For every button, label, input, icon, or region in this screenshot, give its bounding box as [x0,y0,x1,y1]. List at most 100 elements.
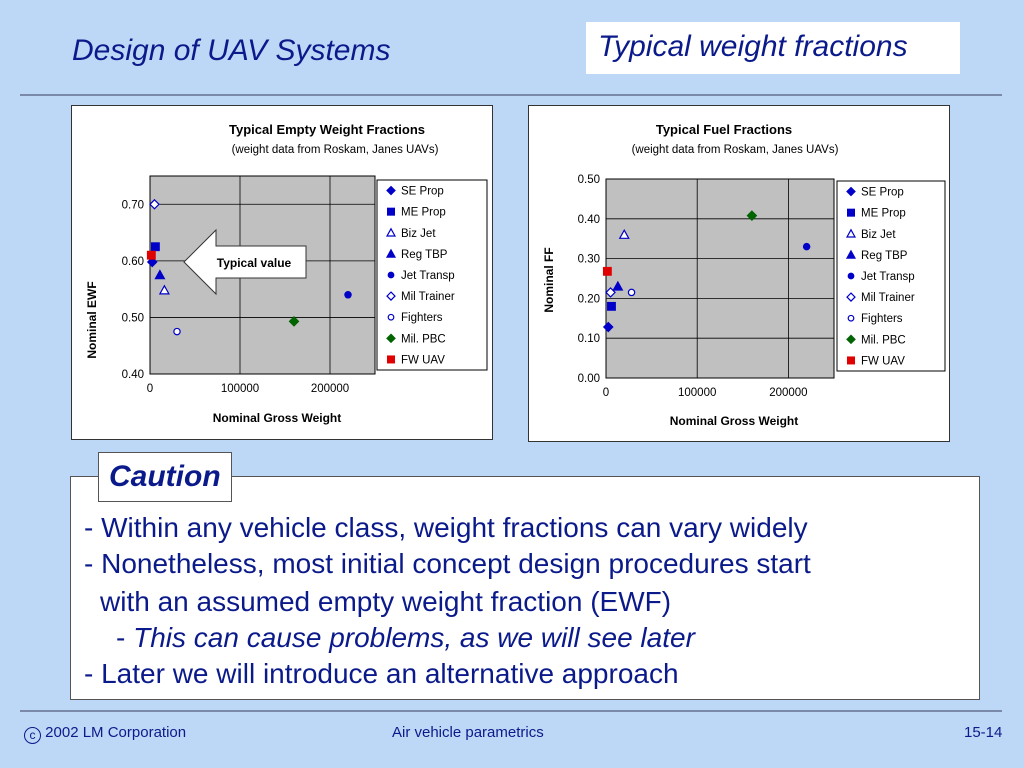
ewf-chart: Typical Empty Weight Fractions (weight d… [71,105,493,440]
typical-value-callout: Typical value [183,228,307,296]
ff-y-tick-label: 0.50 [578,174,600,186]
ewf-legend-marker [387,355,396,364]
ff-legend-label: ME Prop [861,208,906,220]
typical-value-arrow [183,228,307,296]
ff-x-tick-label: 100000 [678,387,716,399]
section-title-box [586,22,960,74]
ewf-legend-label: Mil. PBC [401,333,446,345]
ewf-legend-label: Fighters [401,312,443,324]
ff-legend-label: FW UAV [861,355,905,367]
ewf-x-axis-label: Nominal Gross Weight [213,411,341,425]
ewf-x-tick-label: 100000 [221,383,259,395]
section-title: Typical weight fractions [598,30,908,63]
ewf-y-tick-label: 0.40 [122,369,144,381]
ff-legend-marker [847,208,856,217]
ewf-point-fighters [173,327,181,336]
ff-chart: Typical Fuel Fractions (weight data from… [528,105,950,442]
footer-page-number: 15-14 [964,724,1003,741]
ewf-legend-label: ME Prop [401,207,446,219]
ff-y-tick-label: 0.10 [578,333,600,345]
footer-center: Air vehicle parametrics [392,724,544,741]
ewf-legend-marker [387,207,396,216]
ewf-point-se-prop [146,256,158,268]
ff-legend-marker [845,249,857,259]
ff-legend-marker [847,356,856,365]
ff-chart-svg: Typical Fuel Fractions (weight data from… [542,122,946,428]
ewf-legend-label: Jet Transp [401,270,455,282]
ewf-point-mil-pbc [288,316,300,327]
caution-line-2: - Nonetheless, most initial concept desi… [84,548,811,579]
ewf-legend-marker [385,227,397,237]
top-divider [20,94,1002,96]
ff-legend-marker [847,314,855,322]
caution-line-3: with an assumed empty weight fraction (E… [100,586,672,617]
ff-plot-area: 0.00 0.10 0.20 0.30 0.40 0.50 0 100000 200000 [578,174,835,399]
ff-legend-label: Jet Transp [861,271,915,283]
copyright-text: 2002 LM Corporation [45,724,187,741]
ewf-point-fw-uav [146,250,156,260]
caution-tag: Caution [98,452,232,502]
ff-y-tick-label: 0.30 [578,254,600,266]
ff-point-biz-jet [618,228,630,239]
ewf-y-tick-label: 0.70 [122,199,144,211]
ff-point-se-prop [602,321,614,333]
page-title: Design of UAV Systems [72,34,391,67]
ff-legend-label: SE Prop [861,187,904,199]
ff-legend-marker [846,292,856,302]
ewf-legend-marker [386,185,396,196]
ff-legend-label: Reg TBP [861,250,908,262]
ewf-point-reg-tbp [154,269,166,280]
ewf-legend-marker [386,333,396,344]
ff-x-tick-label: 0 [603,387,609,399]
footer-copyright: c 2002 LM Corporation [24,724,186,744]
ewf-y-tick-label: 0.60 [122,256,144,268]
ewf-legend-marker [387,271,395,279]
ewf-legend-label: Reg TBP [401,249,448,261]
ewf-y-axis-label: Nominal EWF [85,281,99,358]
ff-point-mil-pbc [746,210,758,221]
caution-line-1: - Within any vehicle class, weight fract… [84,512,808,543]
ewf-chart-svg: Typical Empty Weight Fractions (weight d… [85,122,488,425]
ff-point-mil-trainer [605,287,616,298]
copyright-icon: c [24,727,41,744]
ewf-chart-subtitle: (weight data from Roskam, Janes UAVs) [232,144,439,156]
ff-legend-label: Mil Trainer [861,292,915,304]
ewf-chart-title: Typical Empty Weight Fractions [229,122,425,137]
ff-point-jet-transp [802,242,811,251]
bottom-divider [20,710,1002,712]
ff-point-reg-tbp [612,280,624,291]
ff-point-me-prop [607,301,616,311]
ff-chart-subtitle: (weight data from Roskam, Janes UAVs) [632,144,839,156]
ewf-legend-label: FW UAV [401,354,445,366]
ewf-point-mil-trainer [149,198,160,210]
ewf-point-biz-jet [158,284,170,295]
ewf-point-jet-transp [344,291,352,299]
caution-line-4-dash: - [116,622,134,653]
ff-y-axis-label: Nominal FF [542,247,556,312]
ewf-legend-label: Biz Jet [401,228,436,240]
ewf-x-tick-label: 200000 [311,383,349,395]
ewf-legend-label: SE Prop [401,186,444,198]
ff-y-tick-label: 0.40 [578,214,600,226]
ff-y-tick-label: 0.00 [578,373,600,385]
ff-x-tick-label: 200000 [769,387,807,399]
ewf-point-me-prop [150,242,160,252]
ff-x-axis-label: Nominal Gross Weight [670,414,798,428]
ff-legend-marker [846,334,856,345]
ff-legend-label: Mil. PBC [861,334,906,346]
ff-plot-background [605,178,835,379]
caution-box [70,476,980,700]
caution-line-5: - Later we will introduce an alternative… [84,658,679,689]
ewf-legend-label: Mil Trainer [401,291,455,303]
caution-line-4: - This can cause problems, as we will se… [116,622,695,654]
ff-legend-label: Fighters [861,313,903,325]
ewf-x-tick-label: 0 [147,383,153,395]
ewf-legend-marker [387,313,395,321]
ff-legend-label: Biz Jet [861,229,896,241]
ff-y-tick-label: 0.20 [578,293,600,305]
ff-legend-marker [847,272,855,280]
ff-chart-title: Typical Fuel Fractions [656,122,792,137]
